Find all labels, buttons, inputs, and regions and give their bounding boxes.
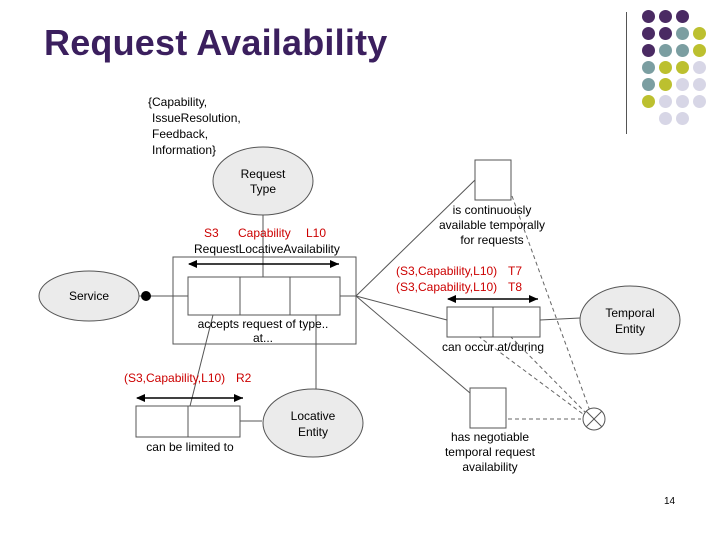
decor-dot bbox=[676, 61, 689, 74]
value-set-line-3: Feedback, bbox=[152, 127, 208, 141]
occur-role-box-2 bbox=[492, 306, 541, 338]
locative-entity-label-2: Entity bbox=[298, 425, 328, 439]
service-label: Service bbox=[69, 289, 109, 303]
r2-label: R2 bbox=[236, 371, 252, 385]
decor-dot bbox=[659, 95, 672, 108]
occur-role-box-1 bbox=[446, 306, 494, 338]
accepts-label-2: at... bbox=[253, 331, 273, 345]
fact-role-box-2 bbox=[239, 276, 291, 316]
r2-role-box-2 bbox=[187, 405, 241, 438]
r2-role-box-1 bbox=[135, 405, 189, 438]
t8-label: T8 bbox=[508, 280, 522, 294]
relation-name: RequestLocativeAvailability bbox=[194, 242, 340, 256]
decor-dot bbox=[676, 44, 689, 57]
negotiable-label-3: availability bbox=[462, 460, 517, 474]
request-type-label-2: Type bbox=[250, 182, 276, 196]
locative-entity-label-1: Locative bbox=[291, 409, 336, 423]
temporal-entity-ellipse bbox=[579, 285, 681, 355]
fact-role-box-3 bbox=[289, 276, 341, 316]
service-ellipse bbox=[38, 270, 140, 322]
connector-line bbox=[189, 314, 214, 407]
decor-dot bbox=[642, 78, 655, 91]
continuous-label-2: available temporally bbox=[439, 218, 545, 232]
decor-dot bbox=[642, 61, 655, 74]
role-label-l10: L10 bbox=[306, 226, 326, 240]
decor-dot bbox=[676, 10, 689, 23]
value-set-line-1: {Capability, bbox=[148, 95, 207, 109]
value-set-line-2: IssueResolution, bbox=[152, 111, 241, 125]
value-set-line-4: Information} bbox=[152, 143, 216, 157]
occur-label: can occur at/during bbox=[442, 340, 544, 354]
continuous-label-1: is continuously bbox=[453, 203, 532, 217]
decor-dot bbox=[693, 27, 706, 40]
decor-dot bbox=[693, 95, 706, 108]
t8-tuple-label: (S3,Capability,L10) bbox=[396, 280, 497, 294]
decor-dot bbox=[659, 10, 672, 23]
continuous-role-box bbox=[474, 159, 512, 201]
decor-dot bbox=[659, 112, 672, 125]
decor-dot bbox=[642, 44, 655, 57]
negotiable-label-2: temporal request bbox=[445, 445, 536, 459]
connector-line bbox=[355, 295, 448, 321]
negotiable-label-1: has negotiable bbox=[451, 430, 529, 444]
connector-line bbox=[355, 179, 476, 297]
decor-dot bbox=[676, 95, 689, 108]
dashed-line bbox=[511, 195, 591, 412]
t7-label: T7 bbox=[508, 264, 522, 278]
decor-dot bbox=[642, 95, 655, 108]
negotiable-role-box bbox=[469, 387, 507, 429]
decor-dot bbox=[693, 61, 706, 74]
decor-dot bbox=[642, 27, 655, 40]
decor-dot bbox=[693, 78, 706, 91]
page-number: 14 bbox=[664, 496, 676, 507]
temporal-entity-label-1: Temporal bbox=[605, 306, 654, 320]
request-type-ellipse bbox=[212, 146, 314, 216]
decor-dot bbox=[659, 44, 672, 57]
decor-dot bbox=[642, 10, 655, 23]
fact-role-box-1 bbox=[187, 276, 241, 316]
connector-line bbox=[355, 295, 471, 394]
t7-tuple-label: (S3,Capability,L10) bbox=[396, 264, 497, 278]
decor-dot bbox=[659, 27, 672, 40]
decor-dot bbox=[659, 61, 672, 74]
role-label-s3: S3 bbox=[204, 226, 219, 240]
decor-dot bbox=[676, 112, 689, 125]
r2-tuple-label: (S3,Capability,L10) bbox=[124, 371, 225, 385]
exclusion-constraint-icon bbox=[582, 407, 606, 431]
decor-dot bbox=[676, 27, 689, 40]
slide-title: Request Availability bbox=[44, 22, 388, 63]
limited-label: can be limited to bbox=[146, 440, 234, 454]
accepts-label-1: accepts request of type.. bbox=[198, 317, 329, 331]
mandatory-role-dot bbox=[141, 291, 151, 301]
role-label-capability: Capability bbox=[238, 226, 291, 240]
decor-dot bbox=[659, 78, 672, 91]
decor-dot bbox=[676, 78, 689, 91]
objectified-fact-frame bbox=[172, 256, 357, 345]
request-type-label-1: Request bbox=[241, 167, 286, 181]
continuous-label-3: for requests bbox=[460, 233, 523, 247]
dashed-line bbox=[477, 335, 584, 415]
temporal-entity-label-2: Entity bbox=[615, 322, 645, 336]
locative-entity-ellipse bbox=[262, 388, 364, 458]
title-divider bbox=[626, 12, 627, 134]
dashed-constraint-lines bbox=[477, 195, 591, 420]
decor-dot bbox=[693, 44, 706, 57]
connector-line bbox=[539, 317, 581, 321]
